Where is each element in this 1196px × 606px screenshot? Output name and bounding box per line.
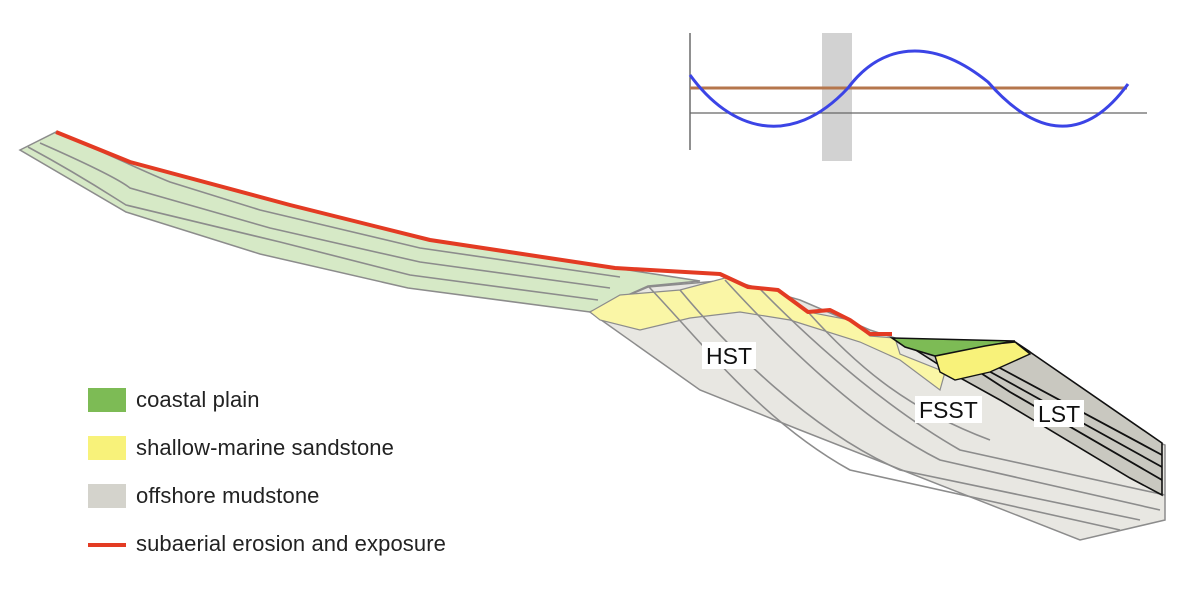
legend-item-sandstone: shallow-marine sandstone xyxy=(88,424,446,472)
tract-label-lst: LST xyxy=(1034,400,1085,427)
erosion-line-swatch xyxy=(88,543,126,547)
inset-sea-level-curve xyxy=(688,49,1130,128)
tract-label-hst: HST xyxy=(702,342,756,369)
legend-item-erosion: subaerial erosion and exposure xyxy=(88,520,446,568)
legend-item-coastal-plain: coastal plain xyxy=(88,376,446,424)
legend-label: coastal plain xyxy=(136,387,260,412)
legend-label: shallow-marine sandstone xyxy=(136,435,394,460)
legend-label: subaerial erosion and exposure xyxy=(136,531,446,556)
mudstone-swatch xyxy=(88,484,126,508)
coastal-plain-swatch xyxy=(88,388,126,412)
coastal-plain-deposit xyxy=(889,337,1016,357)
subaerial-erosion-surface xyxy=(55,130,892,336)
hst-clinoforms xyxy=(27,131,1166,531)
tract-label-fsst: FSST xyxy=(915,396,982,423)
legend-label: offshore mudstone xyxy=(136,483,320,508)
legend-item-mudstone: offshore mudstone xyxy=(88,472,446,520)
sea-level-inset xyxy=(688,33,1147,161)
sandstone-swatch xyxy=(88,436,126,460)
legend: coastal plain shallow-marine sandstone o… xyxy=(88,376,446,568)
